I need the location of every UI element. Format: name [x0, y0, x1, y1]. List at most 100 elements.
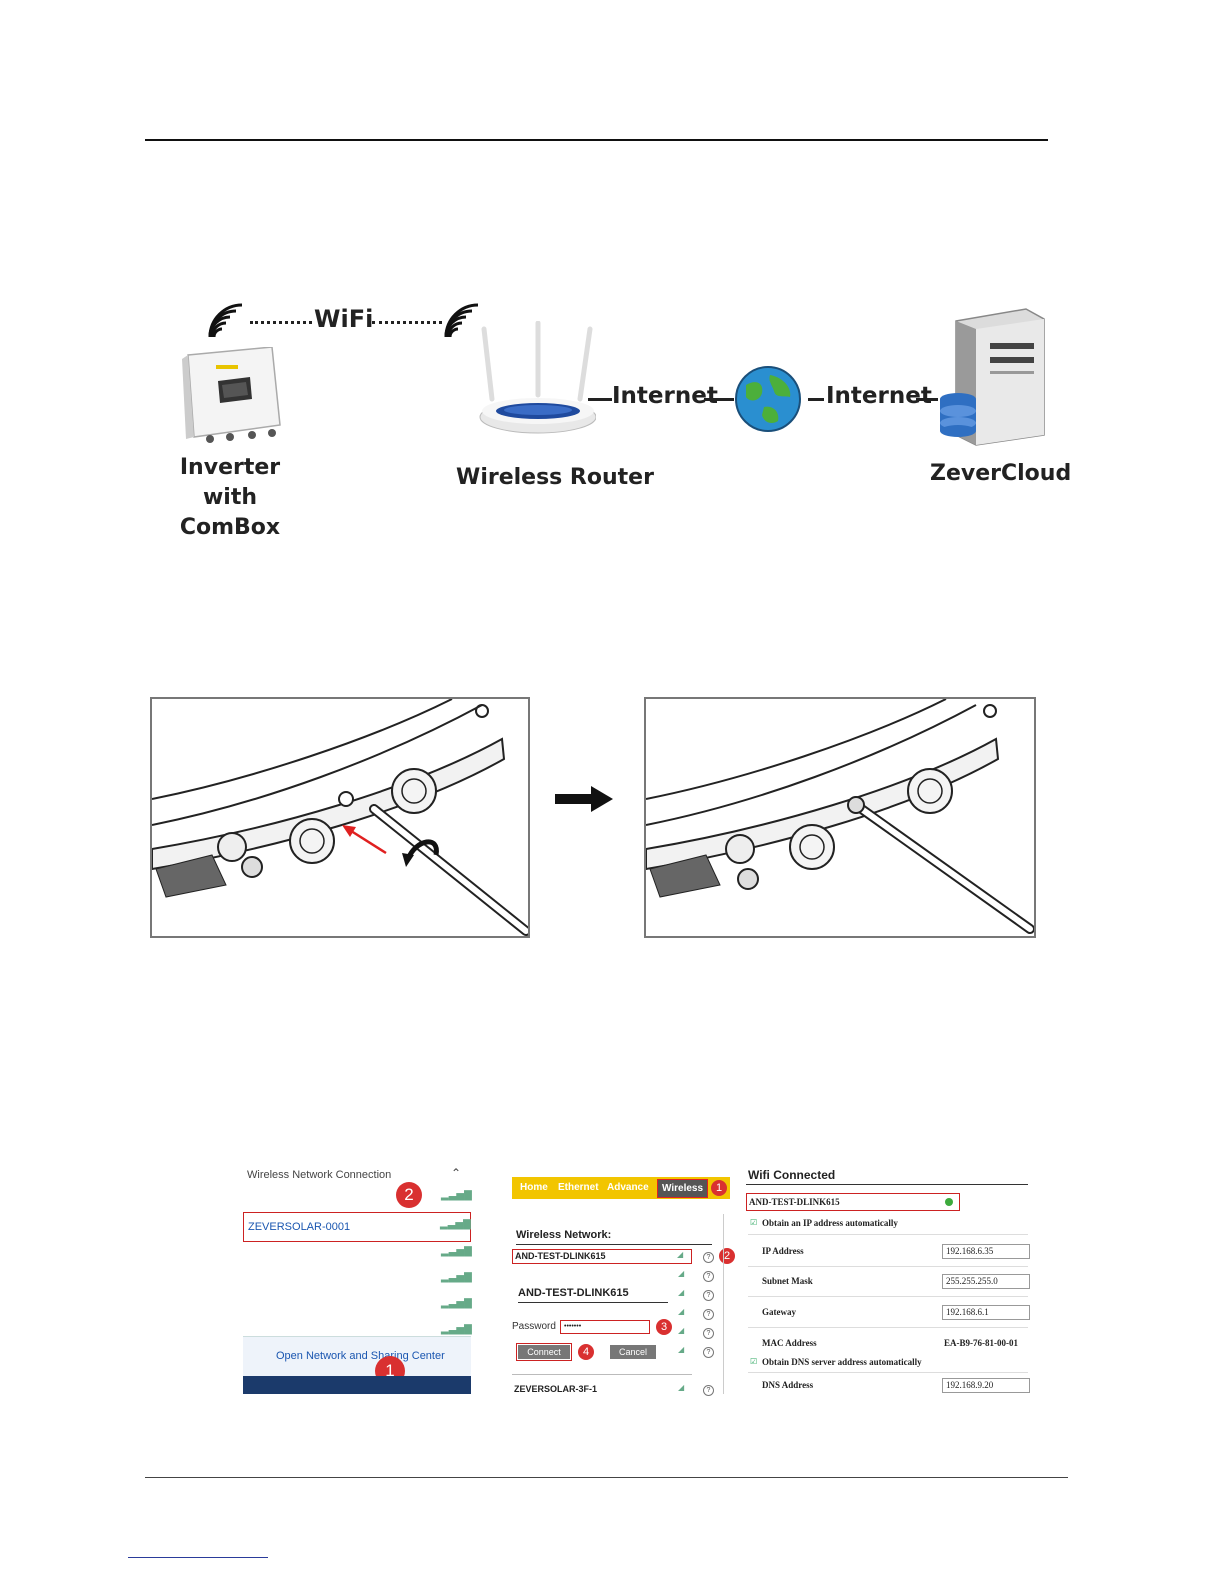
ip-address-label: IP Address [762, 1246, 804, 1256]
signal-icon[interactable]: ▂▃▅▇ [441, 1272, 472, 1283]
connector-line [704, 398, 734, 401]
divider [512, 1374, 692, 1375]
status-title: Wifi Connected [748, 1168, 836, 1182]
wifi-label: WiFi [314, 305, 374, 333]
wifi-status-panel: Wifi Connected AND-TEST-DLINK615 ☑ Obtai… [744, 1164, 1030, 1400]
gateway-field[interactable]: 192.168.6.1 [942, 1305, 1030, 1320]
inverter-label-line1: Inverter with [179, 455, 281, 510]
signal-icon: ◢ [678, 1345, 685, 1354]
network-item-zeversolar-3f[interactable]: ZEVERSOLAR-3F-1 [514, 1384, 598, 1394]
connect-button-wrap: Connect [516, 1343, 572, 1361]
network-diagram: WiFi Inverter with ComBox [150, 285, 1072, 540]
obtain-dns-checkbox[interactable]: ☑ [750, 1357, 758, 1366]
signal-icon: ▂▃▅▇ [441, 1190, 472, 1201]
dns-address-field[interactable]: 192.168.9.20 [942, 1378, 1030, 1393]
step-badge-1: 1 [711, 1180, 727, 1196]
router-icon [479, 321, 596, 434]
signal-icon[interactable]: ▂▃▅▇ [441, 1246, 472, 1257]
password-label: Password [512, 1321, 556, 1332]
signal-icon: ◢ [678, 1326, 685, 1335]
signal-icon: ◢ [678, 1269, 685, 1278]
internet-label-1: Internet [612, 383, 718, 409]
tab-home[interactable]: Home [520, 1182, 548, 1193]
signal-icon: ▂▃▅▇ [440, 1219, 471, 1230]
tab-bar: Home Ethernet Advance Wireless 1 [512, 1177, 730, 1199]
inverter-label: Inverter with ComBox [150, 453, 310, 543]
taskbar [243, 1376, 471, 1394]
info-icon[interactable]: ? [703, 1385, 714, 1396]
mac-address-label: MAC Address [762, 1338, 817, 1348]
connect-button[interactable]: Connect [518, 1345, 570, 1359]
dns-address-label: DNS Address [762, 1380, 814, 1390]
connector-line [808, 398, 824, 401]
footer-rule [145, 1477, 1068, 1478]
signal-icon: ◢ [677, 1250, 684, 1259]
tab-advance[interactable]: Advance [607, 1182, 649, 1193]
signal-icon: ◢ [678, 1307, 685, 1316]
info-icon[interactable]: ? [703, 1290, 714, 1301]
network-name: ZEVERSOLAR-0001 [248, 1221, 351, 1233]
network-item-and-test[interactable]: AND-TEST-DLINK615 ◢ [512, 1249, 692, 1264]
windows-wifi-panel: Wireless Network Connection ⌃ 2 ▂▃▅▇ ZEV… [243, 1160, 472, 1394]
router-label: Wireless Router [456, 465, 654, 490]
section-underline [516, 1244, 712, 1245]
selected-network-title: AND-TEST-DLINK615 [518, 1287, 629, 1299]
inverter-bottom-illustration [151, 698, 531, 936]
divider [748, 1327, 1028, 1328]
divider [748, 1372, 1028, 1373]
connected-status-icon [945, 1198, 953, 1206]
connector-line [588, 398, 612, 401]
network-center-link[interactable]: Open Network and Sharing Center [276, 1350, 445, 1362]
internet-label-2: Internet [826, 383, 932, 409]
connected-network: AND-TEST-DLINK615 [746, 1193, 960, 1211]
mac-address-value: EA-B9-76-81-00-01 [944, 1338, 1018, 1348]
wifi-signal-icon [208, 303, 243, 338]
step-badge-3: 3 [656, 1319, 672, 1335]
divider [748, 1296, 1028, 1297]
scrollbar[interactable] [723, 1214, 724, 1394]
info-icon[interactable]: ? [703, 1309, 714, 1320]
tab-ethernet[interactable]: Ethernet [558, 1182, 599, 1193]
password-input[interactable]: ••••••• [560, 1320, 650, 1334]
obtain-dns-label: Obtain DNS server address automatically [762, 1357, 922, 1367]
signal-icon[interactable]: ▂▃▅▇ [441, 1324, 472, 1335]
divider [748, 1234, 1028, 1235]
connector-line [916, 398, 938, 401]
section-title: Wireless Network: [516, 1229, 612, 1241]
cancel-button[interactable]: Cancel [610, 1345, 656, 1359]
network-name: AND-TEST-DLINK615 [749, 1197, 840, 1207]
info-icon[interactable]: ? [703, 1271, 714, 1282]
header-rule [145, 139, 1048, 141]
obtain-ip-checkbox[interactable]: ☑ [750, 1218, 758, 1227]
combox-wifi-page: Home Ethernet Advance Wireless 1 Wireles… [506, 1170, 740, 1400]
globe-icon [735, 366, 801, 432]
server-icon [940, 308, 1045, 446]
info-icon[interactable]: ? [703, 1252, 714, 1263]
obtain-ip-label: Obtain an IP address automatically [762, 1218, 898, 1228]
collapse-icon[interactable]: ⌃ [451, 1166, 462, 1180]
ip-address-field[interactable]: 192.168.6.35 [942, 1244, 1030, 1259]
step-badge-2: 2 [719, 1248, 735, 1264]
inverter-bottom-illustration [645, 698, 1035, 934]
inverter-label-line2: ComBox [179, 515, 281, 540]
antenna-after-image [644, 697, 1036, 938]
info-icon[interactable]: ? [703, 1328, 714, 1339]
signal-icon: ◢ [678, 1383, 685, 1392]
network-item-zeversolar[interactable]: ZEVERSOLAR-0001 ▂▃▅▇ [243, 1212, 471, 1242]
info-icon[interactable]: ? [703, 1347, 714, 1358]
title-underline [746, 1184, 1028, 1185]
wifi-dotted-line-right [372, 321, 442, 324]
title-underline [518, 1302, 668, 1303]
gateway-label: Gateway [762, 1307, 796, 1317]
subnet-mask-field[interactable]: 255.255.255.0 [942, 1274, 1030, 1289]
step-badge-4: 4 [578, 1344, 594, 1360]
signal-icon[interactable]: ▂▃▅▇ [441, 1298, 472, 1309]
wifi-signal-icon [444, 303, 479, 338]
antenna-before-image [150, 697, 531, 938]
tab-wireless[interactable]: Wireless [657, 1179, 709, 1198]
step-badge-2: 2 [396, 1182, 422, 1208]
cloud-label: ZeverCloud [930, 461, 1072, 486]
subnet-mask-label: Subnet Mask [762, 1276, 813, 1286]
panel-title: Wireless Network Connection [247, 1169, 392, 1181]
wifi-dotted-line-left [250, 321, 312, 324]
